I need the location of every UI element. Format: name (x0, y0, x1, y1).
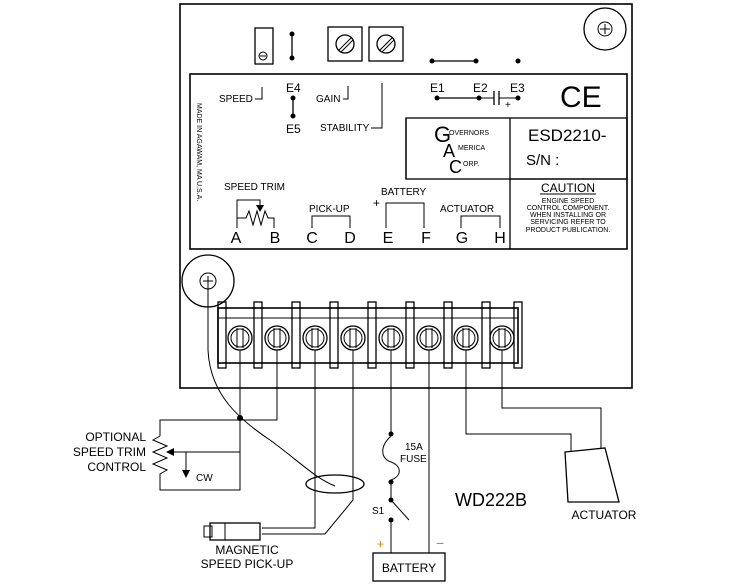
svg-text:OPTIONAL: OPTIONAL (85, 430, 146, 444)
svg-text:WHEN INSTALLING OR: WHEN INSTALLING OR (530, 212, 606, 219)
fuse-label: 15A FUSE (400, 442, 427, 465)
svg-text:SPEED PICK-UP: SPEED PICK-UP (201, 557, 294, 571)
svg-text:MERICA: MERICA (458, 145, 486, 152)
svg-text:ORP.: ORP. (463, 161, 479, 168)
model-number: ESD2210- (528, 126, 606, 145)
terminal-screw-b (264, 325, 290, 351)
pickup-group-label: PICK-UP (309, 204, 350, 215)
terminal-label-e: E (383, 230, 394, 247)
speed-trim-wire-a (186, 350, 241, 453)
svg-text:C: C (449, 157, 462, 177)
svg-text:MAGNETIC: MAGNETIC (215, 543, 279, 557)
battery-box (372, 552, 446, 582)
svg-text:A: A (443, 141, 455, 161)
battery-group-label: BATTERY (381, 187, 427, 198)
pickup-wire-d (262, 350, 354, 535)
pickup-wire-c (262, 350, 316, 529)
gain-pot (327, 26, 363, 62)
shield-wire (207, 281, 336, 487)
terminal-screw-g (453, 325, 479, 351)
svg-text:ENGINE SPEED: ENGINE SPEED (542, 198, 595, 205)
serial-label: S/N : (526, 152, 559, 169)
terminal-screw-d (340, 325, 366, 351)
speed-trim-group-label: SPEED TRIM (224, 182, 285, 193)
controller-board (179, 3, 633, 389)
dip-switch-component (254, 27, 274, 65)
svg-text:CAUTION: CAUTION (541, 181, 595, 195)
speed-trim-potentiometer (151, 435, 241, 491)
switch-label: S1 (372, 506, 385, 517)
terminal-screw-c (302, 325, 328, 351)
battery-group-plus: + (373, 196, 380, 210)
terminal-screw-f (416, 325, 442, 351)
fuse (382, 431, 400, 485)
e5-label: E5 (286, 122, 301, 136)
speed-trim-wire-b (159, 350, 278, 436)
top-right-jumper (429, 58, 521, 64)
svg-text:15A: 15A (405, 442, 423, 453)
svg-text:CONTROL COMPONENT.: CONTROL COMPONENT. (527, 205, 610, 212)
terminal-label-h: H (494, 230, 506, 247)
actuator-body (564, 447, 620, 503)
terminal-label-f: F (421, 230, 431, 247)
capacitor-plus: + (505, 100, 511, 111)
terminal-strip (217, 301, 523, 369)
svg-text:G: G (434, 122, 451, 147)
speed-trim-symbol (236, 199, 275, 228)
actuator-wire-g (465, 350, 572, 452)
shield-ellipse (305, 474, 365, 494)
trim-control-label: OPTIONAL SPEED TRIM CONTROL (73, 430, 146, 474)
svg-text:CONTROL: CONTROL (87, 460, 146, 474)
diagram-code: WD222B (455, 490, 527, 510)
terminal-label-g: G (456, 230, 468, 247)
battery-plus-sign: + (377, 537, 384, 551)
caution-box: CAUTION ENGINE SPEED CONTROL COMPONENT. … (526, 181, 611, 234)
terminal-label-b: B (270, 230, 281, 247)
made-in-text: MADE IN AGAWAM, MA U.S.A. (195, 103, 202, 201)
terminal-screw-a (227, 325, 253, 351)
cw-label: CW (196, 473, 213, 484)
pickup-label: MAGNETIC SPEED PICK-UP (201, 543, 294, 571)
speed-jumper-label: SPEED (219, 94, 253, 105)
svg-text:PRODUCT PUBLICATION.: PRODUCT PUBLICATION. (526, 227, 611, 234)
e1-label: E1 (430, 81, 445, 95)
gain-label: GAIN (316, 94, 340, 105)
svg-text:OVERNORS: OVERNORS (449, 130, 489, 137)
terminal-screw-h (489, 325, 515, 351)
svg-text:SERVICING REFER TO: SERVICING REFER TO (530, 219, 606, 226)
battery-label: BATTERY (382, 561, 436, 575)
svg-text:FUSE: FUSE (400, 454, 427, 465)
gac-logo: G A C OVERNORS MERICA ORP. (434, 122, 489, 177)
mounting-hole-top-right (583, 7, 627, 51)
terminal-label-c: C (306, 230, 318, 247)
actuator-group-label: ACTUATOR (440, 204, 494, 215)
magnetic-pickup (203, 522, 261, 541)
e3-label: E3 (510, 81, 525, 95)
battery-minus-sign: − (436, 535, 444, 551)
actuator-label: ACTUATOR (572, 508, 637, 522)
svg-text:SPEED TRIM: SPEED TRIM (73, 445, 146, 459)
switch-s1 (388, 484, 410, 553)
terminal-screw-e (378, 325, 404, 351)
terminal-label-a: A (231, 230, 242, 247)
e2-label: E2 (473, 81, 488, 95)
terminal-label-d: D (344, 230, 356, 247)
e4-e5-jumper (290, 95, 296, 119)
top-jumper (289, 31, 295, 61)
stability-pot (368, 26, 404, 62)
stability-label: STABILITY (320, 123, 370, 134)
e1-e2-jumper (434, 91, 521, 105)
e4-label: E4 (286, 81, 301, 95)
ce-mark: CE (560, 81, 602, 114)
actuator-wire-h (501, 350, 602, 448)
